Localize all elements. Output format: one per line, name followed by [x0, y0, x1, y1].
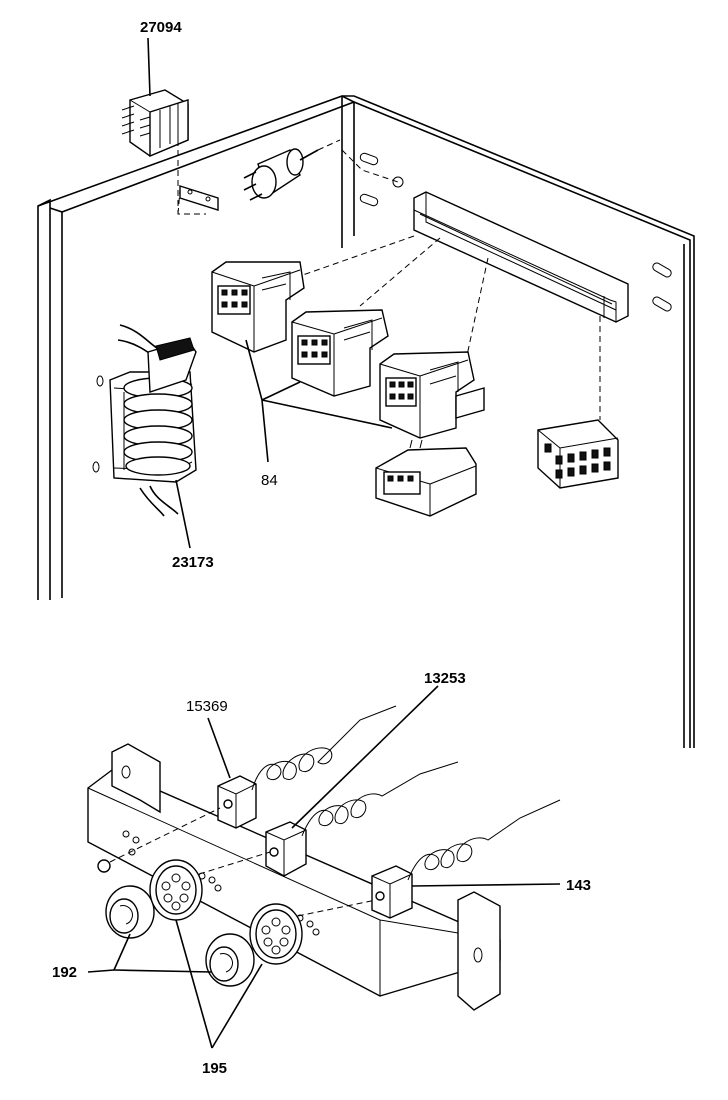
mounting-plate	[179, 185, 219, 211]
callout-13253: 13253	[424, 670, 466, 687]
callout-195: 195	[202, 1060, 227, 1077]
callout-192: 192	[52, 964, 77, 981]
callout-15369: 15369	[186, 698, 228, 715]
contactor-2	[291, 309, 389, 397]
overload-relay	[375, 439, 477, 517]
contactor-1	[211, 261, 305, 353]
terminal-strip	[537, 419, 619, 489]
thermostat-15369	[207, 705, 397, 829]
contactor-3	[379, 351, 485, 439]
cabinet-panel	[37, 95, 695, 748]
bezel-195-b	[249, 903, 303, 965]
callout-23173: 23173	[172, 554, 214, 571]
terminal-block-27094	[121, 37, 189, 158]
callout-27094: 27094	[140, 19, 182, 36]
capacitor-part	[243, 139, 399, 201]
bezel-195-a	[149, 859, 203, 921]
thermostat-13253	[265, 685, 459, 877]
callout-143: 143	[566, 877, 591, 894]
control-panel-bracket	[87, 743, 501, 1011]
leader-84	[245, 339, 393, 463]
knob-192-b	[205, 933, 255, 987]
transformer-23173	[109, 324, 197, 549]
din-rail	[413, 191, 629, 323]
leaders-lower	[87, 919, 263, 1049]
callout-84: 84	[261, 472, 278, 489]
thermostat-143	[371, 799, 561, 919]
knob-192-a	[105, 885, 155, 939]
